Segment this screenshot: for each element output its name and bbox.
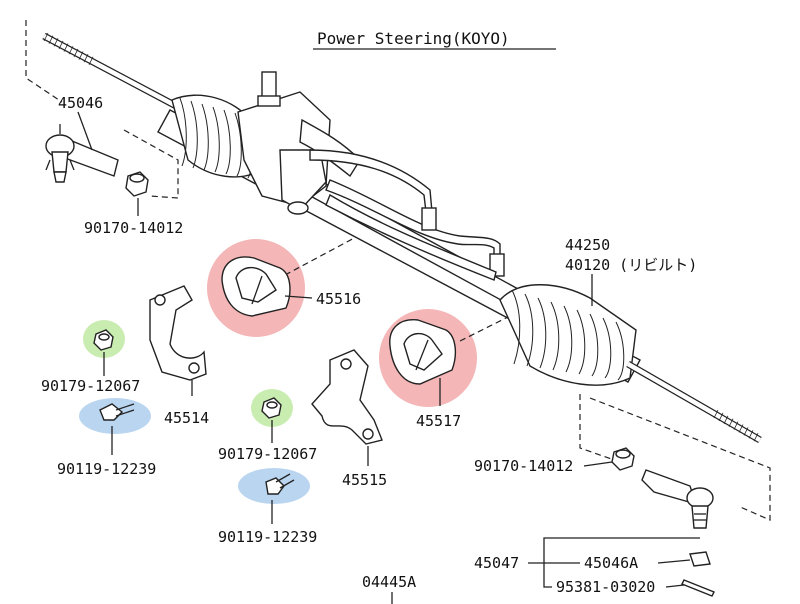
label-90119-a: 90119-12239 — [57, 460, 156, 478]
label-90119-b: 90119-12239 — [218, 528, 317, 546]
cotter-pin-95381 — [681, 579, 715, 597]
dashed-guide-top-left-b — [123, 129, 179, 199]
bracket-45514 — [149, 285, 207, 381]
castle-nut-45046A — [689, 551, 711, 567]
label-90170-bottom: 90170-14012 — [474, 457, 573, 475]
bushing-45516 — [221, 256, 291, 317]
label-45514: 45514 — [164, 409, 209, 427]
label-40120: 40120 (リビルト) — [565, 256, 697, 274]
leader-45046A — [657, 559, 691, 564]
hydraulic-lines — [309, 149, 505, 281]
dashed-guide-top-left — [25, 20, 63, 103]
label-45515: 45515 — [342, 471, 387, 489]
pinion-valve-body — [237, 71, 361, 215]
dashed-guide-right — [579, 394, 621, 463]
nut-90170-top — [125, 171, 149, 197]
label-44250: 44250 — [565, 236, 610, 254]
nut-90170-bottom — [611, 447, 635, 471]
bushing-45517 — [389, 319, 457, 385]
dashed-guide-right-b — [589, 397, 771, 521]
leader-95381-a — [543, 563, 552, 588]
leader-45046 — [77, 111, 93, 151]
nut-90179-b — [261, 397, 282, 419]
label-45516: 45516 — [316, 290, 361, 308]
bolt-90119-b — [265, 473, 295, 495]
right-tie-rod — [626, 360, 762, 444]
right-boot — [499, 284, 637, 386]
label-45046A: 45046A — [584, 554, 638, 572]
nut-90179-a — [93, 329, 114, 351]
label-90179-b: 90179-12067 — [218, 445, 317, 463]
bolt-90119-a — [99, 403, 135, 421]
leader-45047 — [528, 537, 700, 564]
leader-95381-b — [665, 584, 685, 588]
left-tie-rod — [42, 32, 182, 112]
label-90170-top: 90170-14012 — [84, 219, 183, 237]
leader-90170-bottom — [583, 461, 613, 467]
label-95381: 95381-03020 — [556, 578, 655, 596]
leader-45516-dash — [284, 235, 359, 276]
tie-rod-end-45046 — [45, 124, 119, 183]
label-90179-a: 90179-12067 — [41, 377, 140, 395]
label-45517: 45517 — [416, 412, 461, 430]
label-45047: 45047 — [474, 554, 519, 572]
bracket-45515 — [311, 349, 383, 445]
diagram-title: Power Steering(KOYO) — [317, 29, 510, 48]
tie-rod-end-45047 — [641, 469, 714, 529]
label-45046: 45046 — [58, 94, 103, 112]
label-04445A: 04445A — [362, 573, 416, 591]
leader-45516 — [284, 295, 313, 299]
